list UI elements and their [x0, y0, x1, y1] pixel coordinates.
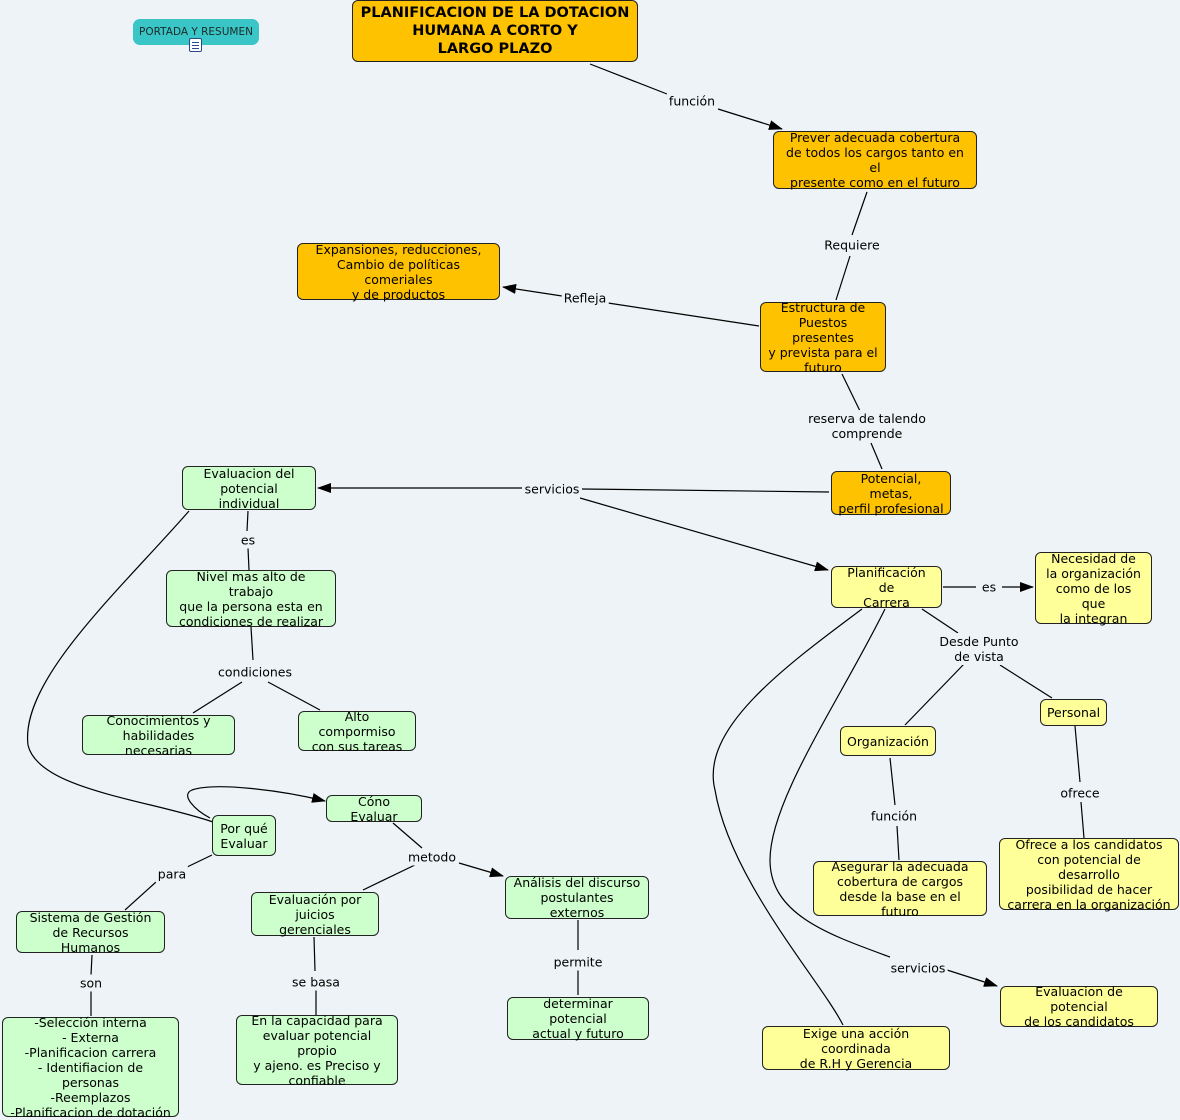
node-como-evaluar[interactable]: Cóno Evaluar — [326, 794, 422, 824]
label-funcion-right: función — [868, 807, 920, 825]
label-condiciones: condiciones — [216, 663, 294, 681]
node-conocimientos[interactable]: Conocimientos y habilidades necesarias — [82, 713, 235, 758]
label-funcion-top: función — [666, 92, 718, 110]
node-analisis[interactable]: Análisis del discurso postulantes extern… — [505, 875, 649, 920]
node-sistema[interactable]: Sistema de Gestión de Recursos Humanos — [16, 910, 165, 955]
node-capacidad[interactable]: En la capacidad para evaluar potencial p… — [236, 1013, 398, 1088]
node-seleccion[interactable]: -Selección interna - Externa -Planificac… — [2, 1015, 179, 1120]
node-potencial[interactable]: Potencial, metas, perfil profesional — [831, 471, 951, 516]
label-servicios-bottom: servicios — [888, 959, 948, 977]
node-estructura[interactable]: Estructura de Puestos presentes y previs… — [760, 300, 886, 375]
label-desde-punto: Desde Punto de vista — [937, 633, 1021, 665]
node-necesidad[interactable]: Necesidad de la organización como de los… — [1035, 551, 1152, 626]
label-se-basa: se basa — [290, 973, 342, 991]
label-ofrece: ofrece — [1058, 784, 1102, 802]
label-es-left: es — [238, 531, 258, 549]
label-requiere: Requiere — [822, 236, 882, 254]
node-exige[interactable]: Exige una acción coordinada de R.H y Ger… — [762, 1026, 950, 1071]
node-juicios[interactable]: Evaluación por juicios gerenciales — [251, 892, 379, 937]
node-alto-compromiso[interactable]: Alto compormiso con sus tareas — [298, 709, 416, 754]
node-expansiones[interactable]: Expansiones, reducciones, Cambio de polí… — [297, 242, 500, 302]
node-prever[interactable]: Prever adecuada cobertura de todos los c… — [773, 130, 977, 190]
node-organizacion[interactable]: Organización — [840, 726, 936, 756]
node-asegurar[interactable]: Asegurar la adecuada cobertura de cargos… — [813, 859, 987, 919]
node-evaluacion-potencial[interactable]: Evaluacion del potencial individual — [182, 466, 316, 511]
node-nivel[interactable]: Nivel mas alto de trabajo que la persona… — [166, 569, 336, 629]
node-planificacion-carrera[interactable]: Planificación de Carrera — [831, 565, 942, 610]
node-determinar[interactable]: determinar potencial actual y futuro — [507, 996, 649, 1041]
label-son: son — [77, 974, 105, 992]
node-personal[interactable]: Personal — [1040, 699, 1107, 726]
node-por-que[interactable]: Por qué Evaluar — [212, 815, 276, 856]
label-permite: permite — [551, 953, 605, 971]
label-es-right: es — [979, 578, 999, 596]
label-refleja: Refleja — [561, 289, 609, 307]
label-metodo: metodo — [406, 848, 458, 866]
node-ofrece-candidatos[interactable]: Ofrece a los candidatos con potencial de… — [999, 837, 1179, 912]
label-reserva: reserva de talendo comprende — [806, 410, 928, 442]
title-node[interactable]: PLANIFICACION DE LA DOTACION HUMANA A CO… — [352, 0, 638, 62]
label-para: para — [155, 865, 189, 883]
document-icon[interactable] — [189, 38, 202, 52]
label-servicios-mid: servicios — [522, 480, 582, 498]
node-evaluacion-candidatos[interactable]: Evaluacion de potencial de los candidato… — [1000, 984, 1158, 1029]
